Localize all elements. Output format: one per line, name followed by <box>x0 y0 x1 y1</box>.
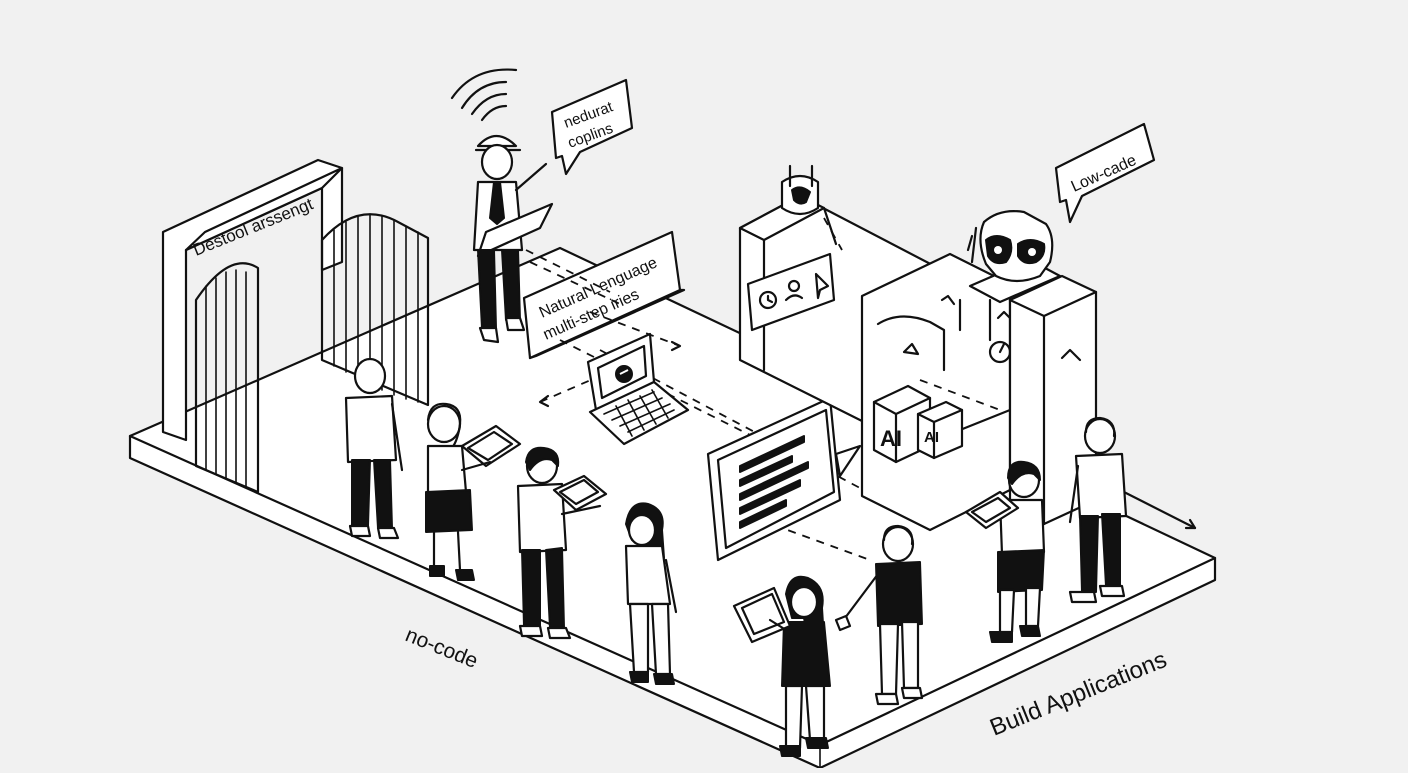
document-lines-icon <box>706 396 862 562</box>
person-4 <box>624 502 678 685</box>
presenter-figure <box>472 134 554 344</box>
speech-bubble-top: nedurat coplins <box>550 78 634 176</box>
platform-label-no-code: no-code <box>402 623 481 673</box>
platform <box>128 246 1217 770</box>
cursor-icon <box>814 272 830 300</box>
laptop-icon <box>586 332 690 446</box>
person-6 <box>834 524 924 706</box>
person-5 <box>732 575 831 757</box>
person-3 <box>516 446 608 640</box>
low-code-bubble: Low-cade <box>1054 122 1156 224</box>
clock-icon <box>758 290 778 310</box>
ai-cube-small-text: AI <box>924 429 939 446</box>
ai-cube-large-text: AI <box>880 426 902 451</box>
ai-cubes: AI AI <box>872 384 964 464</box>
robot-icon <box>966 210 1054 283</box>
person-8 <box>1068 416 1128 604</box>
person-7 <box>964 460 1046 643</box>
person-1 <box>344 357 404 540</box>
wifi-signal-icon <box>450 68 518 122</box>
user-icon <box>787 279 801 293</box>
person-2 <box>425 402 522 581</box>
